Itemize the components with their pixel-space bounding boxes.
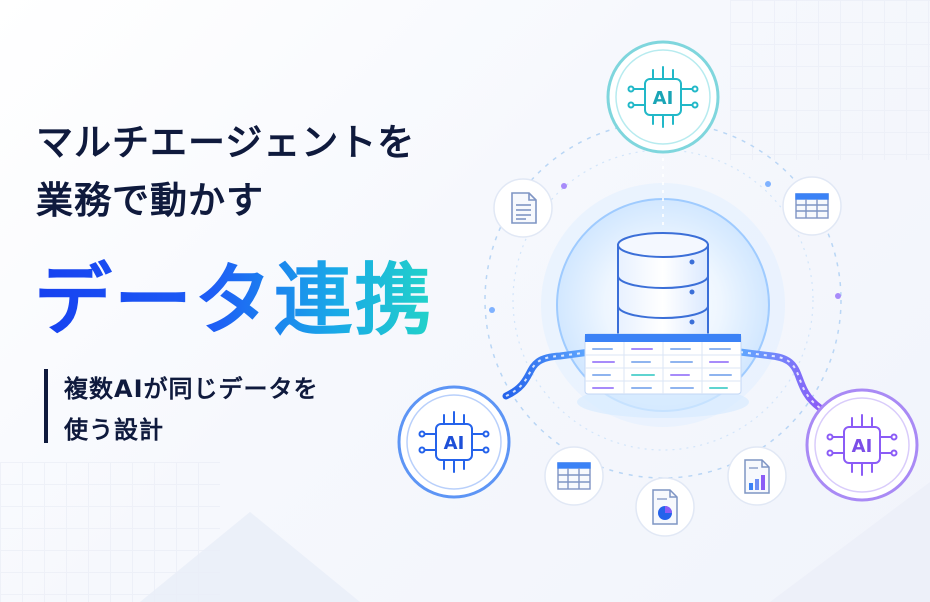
orbit-ring [484, 121, 842, 479]
ai-label-top: AI [653, 88, 674, 109]
headline-main: データ連携 [34, 238, 434, 350]
headline-line-2: 業務で動かす [36, 179, 264, 222]
orbit-ring-inner [512, 149, 814, 451]
spreadsheet-node [544, 446, 604, 506]
chip-icon [418, 411, 490, 473]
chip-icon [826, 414, 898, 476]
connector-left [502, 348, 594, 400]
document-node [493, 178, 553, 238]
headline-line-1: マルチエージェントを [36, 121, 416, 164]
orbit-dot [489, 307, 495, 313]
database-icon [617, 232, 709, 350]
bar-report-icon [744, 459, 770, 494]
ai-label-right: AI [852, 436, 873, 457]
document-icon [511, 192, 537, 224]
spreadsheet-icon [795, 193, 829, 219]
subtitle-line-2: 使う設計 [64, 416, 164, 444]
bar-report-node [727, 446, 787, 506]
triangle-decoration [770, 482, 930, 602]
pie-report-icon [652, 489, 678, 525]
pie-report-node [635, 477, 695, 537]
orbit-dot [561, 183, 567, 189]
orbit-dot [835, 293, 841, 299]
grid-decoration-top-right [730, 0, 930, 160]
spreadsheet-node [782, 176, 842, 236]
orbit-dot [765, 181, 771, 187]
triangle-decoration [140, 512, 360, 602]
spreadsheet-icon [557, 462, 591, 490]
ai-label-left: AI [444, 433, 465, 454]
subtitle-accent-bar [44, 369, 48, 443]
data-table-graphic [584, 333, 742, 395]
subtitle-line-1: 複数AIが同じデータを [64, 375, 319, 403]
chip-icon [627, 66, 699, 128]
